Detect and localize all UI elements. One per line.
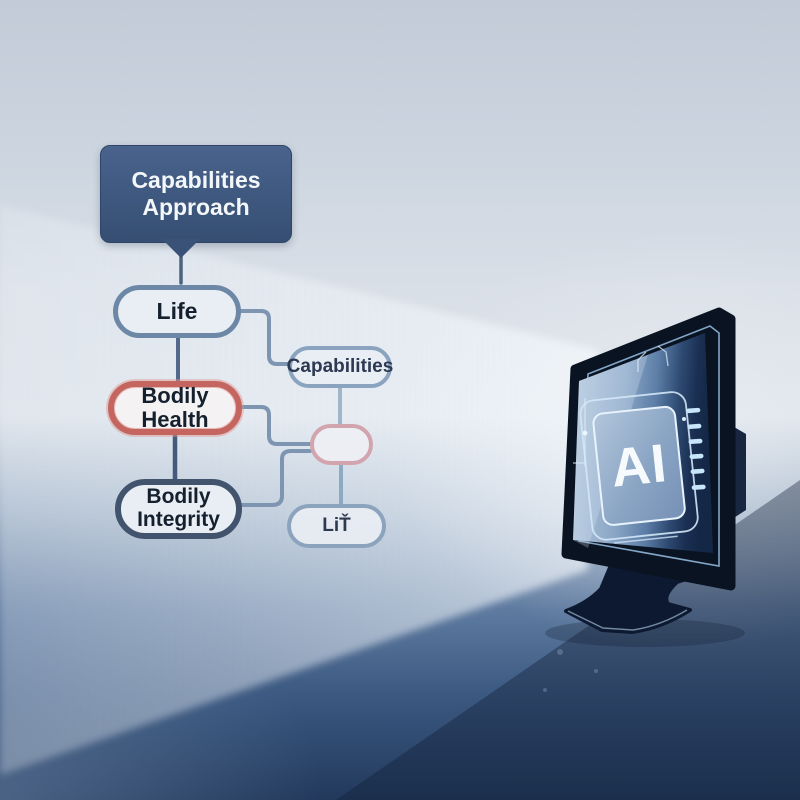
led-bar <box>689 453 704 459</box>
node-small-empty <box>310 424 373 465</box>
connector-group <box>172 254 343 507</box>
chip-slot-line <box>613 535 678 544</box>
connector-life-capabilities <box>239 309 290 366</box>
bokeh-specks <box>543 649 598 692</box>
led-bar <box>690 468 705 474</box>
trace-top-left <box>637 351 647 372</box>
trace-node-dot <box>582 430 588 436</box>
speck <box>543 688 547 692</box>
monitor: AI <box>545 307 746 647</box>
node-bodily-integrity-label: Bodily Integrity <box>137 485 220 531</box>
node-life: Life <box>113 285 241 338</box>
node-lit-label: LiŤ <box>322 514 351 536</box>
node-bodily-health: Bodily Health <box>108 381 242 435</box>
node-capabilities-approach-label: Capabilities Approach <box>131 166 261 220</box>
speck <box>557 649 563 655</box>
trace-node-dot-right <box>682 417 686 421</box>
node-capabilities: Capabilities <box>286 346 394 388</box>
node-bodily-health-label: Bodily Health <box>141 383 209 432</box>
ai-chip: AI <box>579 391 699 544</box>
chip-outer-outline <box>579 391 699 541</box>
connector-bodily-integrity-small-node <box>240 449 312 507</box>
node-bodily-integrity: Bodily Integrity <box>115 479 242 539</box>
node-lit: LiŤ <box>287 504 386 548</box>
node-capabilities-label: Capabilities <box>286 355 394 377</box>
connector-bodily-health-small-node <box>240 405 312 446</box>
node-capabilities-approach: Capabilities Approach <box>100 145 292 243</box>
trace-top-right <box>657 345 669 367</box>
node-life-label: Life <box>156 298 198 325</box>
led-bar-column <box>686 407 706 490</box>
ai-chip-label: AI <box>608 433 670 499</box>
node-capabilities-approach-tail <box>162 239 200 258</box>
speck <box>594 669 598 673</box>
led-bar <box>687 423 702 430</box>
chip-face <box>592 405 686 526</box>
stand-edge-highlight <box>567 609 688 631</box>
led-bar <box>691 484 706 490</box>
led-bar <box>686 407 701 414</box>
led-bar <box>688 438 703 445</box>
